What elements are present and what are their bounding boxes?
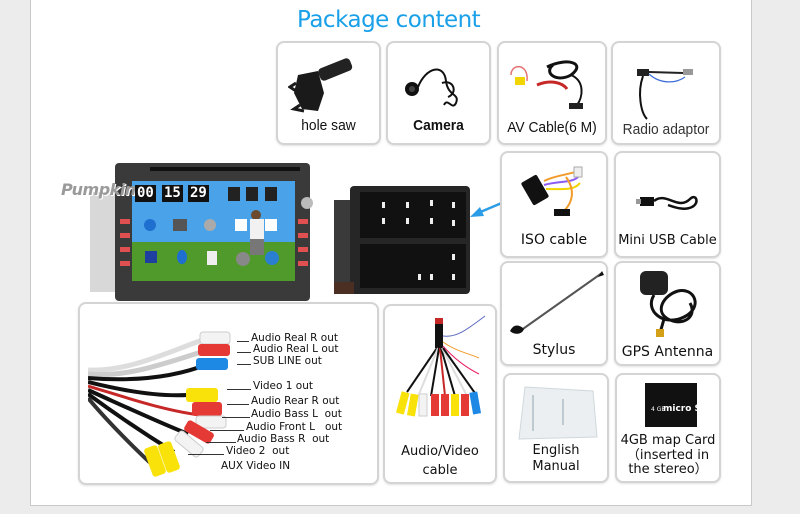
item-card-camera: Camera [386,41,491,145]
card-brand-text: micro SD [663,404,701,414]
av-outputs-diagram: Audio Real R out Audio Real L out SUB LI… [78,302,379,485]
item-label-line1: Audio/Video [401,444,479,459]
item-card-gps-antenna: GPS Antenna [614,261,721,366]
item-note-line2: the stereo） [628,462,708,477]
item-label: Radio adaptor [622,121,710,138]
av-output-label: AUX Video IN [221,460,291,472]
item-label: Camera [413,117,464,134]
item-label: hole saw [301,117,356,134]
av-output-label: Audio Front L out [246,421,343,433]
camera-icon [405,68,458,107]
av-output-label: SUB LINE out [253,355,322,367]
av-output-label: Audio Bass R out [237,433,330,445]
clock-hours: 00 [135,185,156,202]
av-output-label: Audio Real R out [251,332,338,344]
item-label: GPS Antenna [621,344,714,360]
av-output-label: Video 2 out [226,445,290,457]
av-output-label: Video 1 out [253,380,313,392]
item-note-line1: （inserted in [626,448,710,463]
item-card-iso-cable: ISO cable [500,151,608,258]
item-card-stylus: Stylus [500,261,608,366]
item-card-map-card: 4 GB micro SD 4GB map Card （inserted in … [615,373,721,483]
item-card-av-cable: AV Cable(6 M) [497,41,607,145]
item-label: Mini USB Cable [618,233,717,248]
av-output-label: Audio Bass L out [251,408,342,420]
page-title: Package content [297,7,481,33]
item-label-line2: cable [422,463,458,478]
hole-saw-icon [288,58,353,113]
item-label: Stylus [532,342,576,358]
gps-antenna-icon [640,271,697,337]
stereo-head-unit-image [90,163,313,301]
item-card-audio-video-cable: Audio/Video cable [383,304,497,484]
item-label-line2: Manual [532,459,580,474]
manual-icon [518,386,598,440]
av-cable-icon [510,60,583,109]
brand-watermark: Pumpkin [61,180,136,199]
item-card-english-manual: English Manual [503,373,609,483]
usb-cable-icon [636,195,698,210]
item-card-mini-usb-cable: Mini USB Cable [614,151,721,258]
av-output-label: Audio Real L out [253,343,339,355]
item-card-hole-saw: hole saw [276,41,381,145]
item-label-line1: 4GB map Card [620,433,716,448]
av-output-label: Audio Rear R out [251,395,340,407]
item-label: ISO cable [520,232,588,248]
clock-minutes: 15 [162,185,183,202]
item-card-radio-adaptor: Radio adaptor [611,41,721,145]
radio-adaptor-icon [637,69,693,120]
rca-cable-icon [396,315,486,417]
clock-seconds: 29 [188,185,209,202]
microsd-icon: 4 GB micro SD [645,383,701,427]
card-size-text: 4 GB [651,406,666,413]
rca-connectors-image [88,331,231,477]
stylus-icon [510,271,604,334]
item-label-line1: English [532,443,580,458]
iso-connector-image [334,186,470,294]
iso-cable-icon [521,166,583,216]
item-label: AV Cable(6 M) [507,119,597,136]
